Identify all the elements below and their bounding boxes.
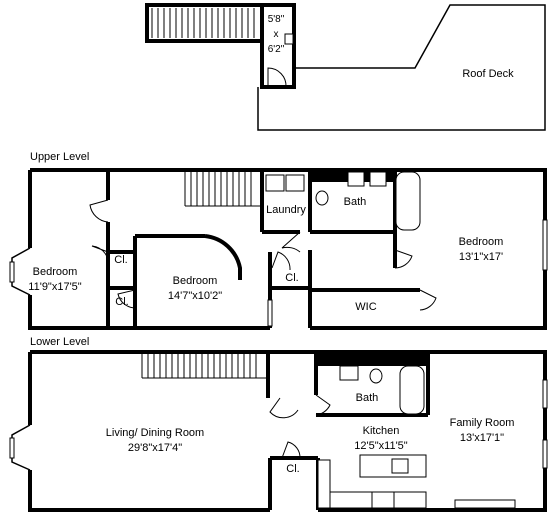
lower-living-size: 29'8"x17'4" — [128, 442, 182, 454]
upper-curved-wall — [204, 234, 242, 280]
upper-door-3 — [117, 289, 136, 309]
lower-bath-label: Bath — [356, 392, 379, 404]
upper-closet-c: Cl. — [285, 272, 298, 284]
lower-window-right-1 — [542, 379, 548, 409]
lower-outer-wall — [28, 350, 547, 512]
upper-door-1 — [89, 199, 109, 223]
upper-level-label: Upper Level — [30, 151, 89, 163]
roof-deck-label: Roof Deck — [462, 68, 514, 80]
lower-door-2 — [315, 394, 331, 416]
upper-window-bottom-1 — [267, 299, 273, 327]
upper-door-2 — [91, 245, 109, 269]
upper-tub — [395, 171, 421, 231]
lower-closet-door — [281, 441, 301, 459]
upper-door-5 — [271, 251, 291, 271]
upper-laundry-label: Laundry — [266, 204, 306, 216]
lower-level-plan: Bath Cl. Living/ Dining Room 29'8"x17'4"… — [9, 350, 548, 512]
lower-kitchen-size: 12'5"x11'5" — [354, 440, 407, 452]
upper-bath-label: Bath — [344, 196, 367, 208]
lower-door-1 — [269, 397, 299, 419]
upper-bay-window — [11, 247, 31, 296]
lower-kitchen-name: Kitchen — [363, 425, 400, 437]
lower-window-right-2 — [542, 439, 548, 469]
upper-bedroom-right-name: Bedroom — [459, 236, 504, 248]
upper-washer — [265, 174, 285, 192]
roof-deck-outline — [257, 4, 546, 131]
lower-toilet — [369, 368, 383, 384]
lower-sink — [339, 365, 359, 381]
roof-section: 5'8" x 6'2" Roof Deck — [145, 3, 546, 131]
upper-level-plan: Laundry Bath Bedroom 11'9"x17'5" Bedroom… — [9, 168, 548, 330]
upper-bay-window-pane — [9, 261, 15, 283]
roof-closet-fixture — [284, 33, 294, 45]
upper-door-7 — [419, 289, 437, 311]
lower-bath-fill — [318, 354, 426, 366]
roof-closet-size-2: x — [274, 29, 279, 40]
upper-bedroom-mid-name: Bedroom — [173, 275, 218, 287]
lower-living-name: Living/ Dining Room — [106, 427, 204, 439]
lower-bay-window-pane — [9, 437, 15, 459]
roof-closet-door — [267, 67, 287, 88]
upper-wic-label: WIC — [355, 301, 376, 313]
upper-stair-treads — [184, 172, 262, 207]
lower-level-label: Lower Level — [30, 336, 89, 348]
upper-closet-a: Cl. — [114, 254, 127, 266]
upper-bedroom-left-name: Bedroom — [33, 266, 78, 278]
lower-kitchen-fridge — [317, 459, 331, 509]
lower-stair-treads — [141, 354, 268, 379]
lower-kitchen-sink — [391, 458, 409, 474]
upper-bedroom-right-size: 13'1"x17' — [459, 251, 503, 263]
upper-door-4 — [281, 231, 301, 253]
lower-closet-label: Cl. — [286, 463, 299, 475]
upper-bedroom-left-size: 11'9"x17'5" — [28, 281, 81, 293]
upper-bedroom-mid-size: 14'7"x10'2" — [168, 290, 222, 302]
lower-family-size: 13'x17'1" — [460, 432, 504, 444]
upper-closet-b: Cl. — [115, 296, 128, 308]
roof-closet-size-3: 6'2" — [268, 44, 285, 55]
lower-kitchen-range — [371, 491, 395, 509]
roof-stair-treads — [151, 8, 255, 38]
upper-sink-2 — [369, 171, 387, 187]
lower-tub — [399, 365, 425, 415]
upper-door-6 — [394, 249, 413, 269]
lower-radiator — [454, 499, 516, 509]
roof-closet-size-1: 5'8" — [268, 14, 285, 25]
roof-closet-walls — [260, 3, 296, 89]
upper-window-right — [542, 219, 548, 271]
upper-sink-1 — [347, 171, 365, 187]
lower-family-name: Family Room — [450, 417, 515, 429]
lower-bay-window — [11, 424, 31, 471]
upper-dryer — [285, 174, 305, 192]
upper-toilet — [315, 190, 329, 206]
